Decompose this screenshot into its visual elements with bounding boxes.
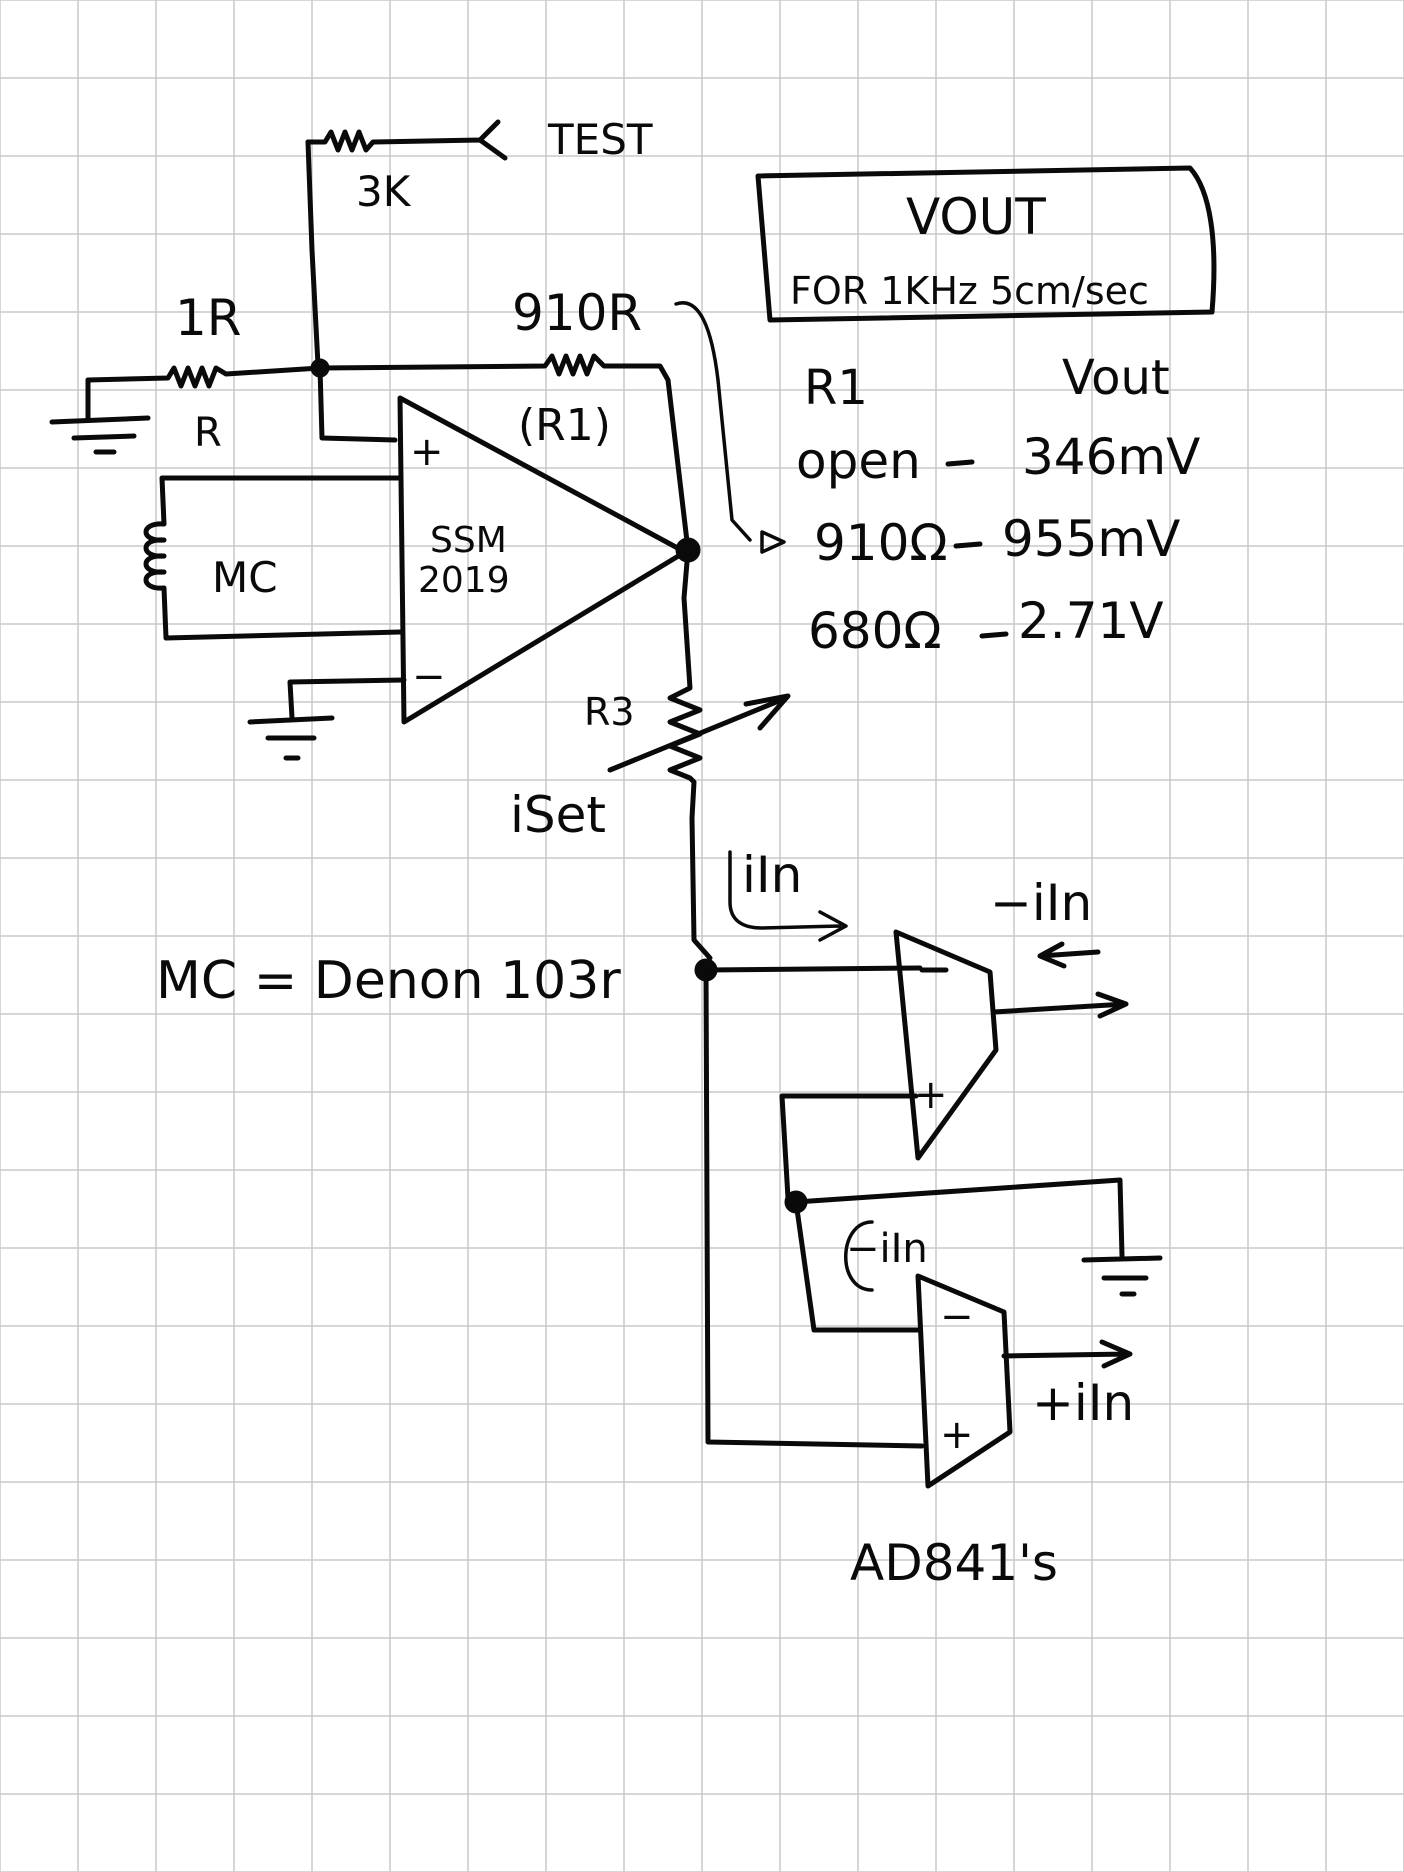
table-dash <box>953 541 983 549</box>
opamp2-plus-sign: + <box>940 1412 974 1458</box>
opamp1-plus-sign: + <box>914 1072 948 1118</box>
table-dash <box>979 631 1009 639</box>
amp-name-line1: SSM <box>430 520 507 561</box>
iin-top-label: iIn <box>742 846 802 904</box>
vout-box-title: VOUT <box>906 188 1046 246</box>
neg-iin-2-label: −iIn <box>846 1226 928 1272</box>
r3-variable-resistor <box>607 547 791 961</box>
r-3k-label: 3K <box>356 167 412 216</box>
table-header-vout: Vout <box>1062 350 1170 406</box>
vout-box-subtitle: FOR 1KHz 5cm/sec <box>790 269 1149 313</box>
table-dash <box>945 459 975 467</box>
opamp2-minus-sign: − <box>940 1294 974 1340</box>
neg-iin-curl-arrow <box>844 1220 874 1292</box>
ground-right <box>793 1177 1163 1333</box>
r1-vout-table: R1 Vout open 346mV 910Ω 955mV 680Ω 2.71V <box>796 350 1200 660</box>
test-label: TEST <box>547 115 653 164</box>
amp-plus-sign: + <box>410 429 444 475</box>
amp-name-line2: 2019 <box>418 560 510 601</box>
table-row-r1: open <box>796 432 921 490</box>
r-1r-label: 1R <box>175 289 242 347</box>
r1-label: (R1) <box>518 400 611 451</box>
table-row-r1: 910Ω <box>814 514 948 572</box>
pointer-arrow-910 <box>674 301 786 554</box>
ad841-note: AD841's <box>850 1534 1058 1592</box>
amplifier-ssm2019 <box>397 395 688 725</box>
test-resistor-3k <box>305 119 508 368</box>
ad841-opamp-2 <box>703 967 1133 1489</box>
ad841-opamp-1 <box>703 929 1129 1203</box>
ground-minus-input <box>247 677 407 761</box>
r-label: R <box>194 410 222 456</box>
r-910-label: 910R <box>512 284 642 342</box>
mc-note: MC = Denon 103r <box>156 951 621 1011</box>
table-row-vout: 2.71V <box>1018 592 1164 650</box>
neg-iin-label: −iIn <box>990 874 1092 932</box>
table-header-r1: R1 <box>804 360 868 416</box>
vout-box <box>755 165 1217 323</box>
mc-cartridge <box>143 475 403 641</box>
r3-label: R3 <box>584 690 635 734</box>
amp-minus-sign: − <box>412 654 446 700</box>
table-row-r1: 680Ω <box>808 602 942 660</box>
table-row-vout: 955mV <box>1002 510 1180 568</box>
mc-label: MC <box>212 553 278 602</box>
resistor-1r <box>49 365 323 455</box>
table-row-vout: 346mV <box>1022 428 1200 486</box>
iin-arrow <box>728 850 848 942</box>
iset-label: iSet <box>510 786 606 844</box>
pos-iin-label: +iIn <box>1032 1374 1134 1432</box>
feedback-wire <box>317 353 691 553</box>
